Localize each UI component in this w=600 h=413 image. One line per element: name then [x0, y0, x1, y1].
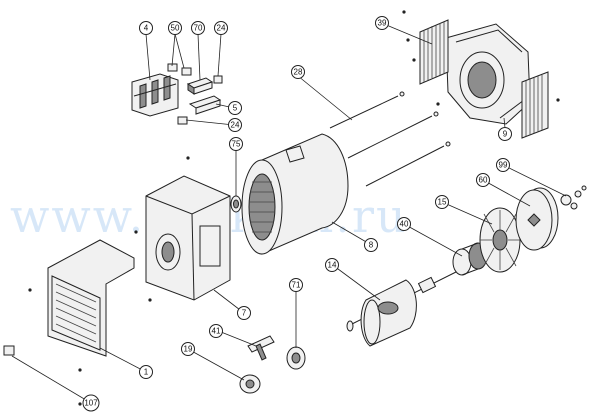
small-terminal-part-24-bottom [177, 116, 188, 125]
callout-8: 8 [364, 238, 378, 252]
rear-frame-part-9 [445, 23, 531, 125]
callout-label-14: 14 [328, 261, 337, 270]
callout-4: 4 [139, 21, 153, 35]
loose-screws [28, 10, 560, 406]
terminal-strip-part-5 [188, 95, 222, 115]
callout-24-bottom: 24 [228, 118, 242, 132]
callout-label-60: 60 [479, 176, 488, 185]
terminal-block-assembly [131, 63, 223, 125]
callout-15: 15 [435, 195, 449, 209]
callout-7: 7 [237, 306, 251, 320]
callout-label-1: 1 [144, 368, 149, 377]
callout-70: 70 [191, 21, 205, 35]
callout-label-107: 107 [84, 399, 98, 408]
seal-part-71 [286, 346, 306, 370]
front-cover-part-1 [47, 239, 135, 357]
callout-label-40: 40 [400, 220, 409, 229]
callout-24-top: 24 [214, 21, 228, 35]
callout-label-5: 5 [233, 104, 238, 113]
callout-60: 60 [476, 173, 490, 187]
callout-14: 14 [325, 258, 339, 272]
callout-28: 28 [291, 65, 305, 79]
callout-71: 71 [289, 278, 303, 292]
terminal-housing-part-7 [145, 175, 231, 301]
callout-label-99: 99 [499, 161, 508, 170]
callout-1: 1 [139, 365, 153, 379]
cover-disc-part-60 [515, 187, 559, 251]
callout-label-28: 28 [294, 68, 303, 77]
callout-label-70: 70 [194, 24, 203, 33]
callout-50: 50 [168, 21, 182, 35]
callout-label-50: 50 [171, 24, 180, 33]
callout-label-24-top: 24 [217, 24, 226, 33]
callout-label-9: 9 [503, 130, 508, 139]
callout-9: 9 [498, 127, 512, 141]
callout-99: 99 [496, 158, 510, 172]
hardware-kit-part-99 [560, 185, 587, 210]
connector-block-part-70 [186, 77, 214, 95]
fan-part-15 [479, 207, 521, 273]
callout-40: 40 [397, 217, 411, 231]
callout-label-41: 41 [212, 327, 221, 336]
callout-label-71: 71 [292, 281, 301, 290]
callout-label-15: 15 [438, 198, 447, 207]
callout-label-4: 4 [144, 24, 149, 33]
callout-label-39: 39 [378, 19, 387, 28]
bushing-part-75 [230, 195, 242, 213]
terminal-screw-part-50 [167, 63, 192, 76]
tie-rods-part-28 [329, 91, 451, 187]
callout-label-7: 7 [242, 309, 247, 318]
callout-5: 5 [228, 101, 242, 115]
callout-label-24-bottom: 24 [231, 121, 240, 130]
callout-19: 19 [181, 342, 195, 356]
terminal-block-part-4 [131, 73, 179, 117]
small-terminal-part-24-top [213, 75, 223, 84]
callout-39: 39 [375, 16, 389, 30]
callout-41: 41 [209, 324, 223, 338]
brush-holder-part-41 [247, 335, 275, 361]
callout-75: 75 [229, 137, 243, 151]
stator-housing-part-8 [241, 133, 349, 255]
bearing-part-19 [239, 374, 261, 394]
rotor-part-14 [346, 271, 457, 347]
callout-label-8: 8 [369, 241, 374, 250]
callout-107: 107 [82, 394, 100, 412]
side-grille-part-39 [419, 19, 549, 139]
cap-part-107 [3, 345, 15, 356]
callout-label-19: 19 [184, 345, 193, 354]
callout-label-75: 75 [232, 140, 241, 149]
